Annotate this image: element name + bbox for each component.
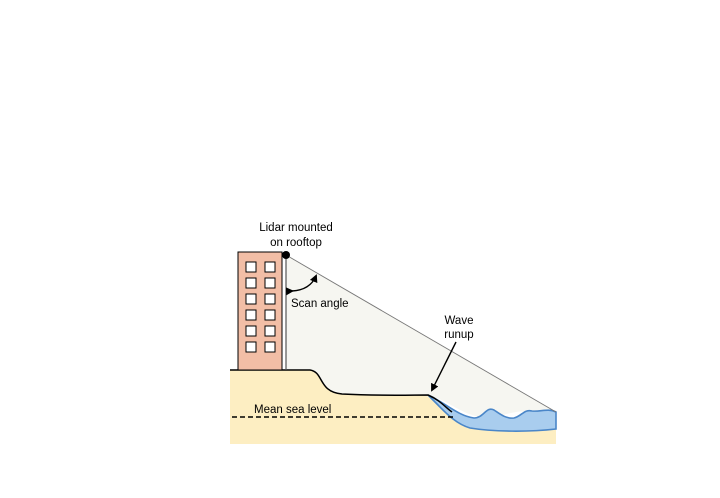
window (264, 277, 276, 289)
window (264, 325, 276, 337)
wave-runup-label-line2: runup (444, 329, 473, 341)
sea-level-label: Mean sea level (254, 404, 331, 416)
water (427, 394, 557, 432)
window (264, 261, 276, 273)
wave-runup-label-line1: Wave (445, 315, 474, 327)
scan-angle-arrow (285, 274, 318, 296)
lidar-label-line1: Lidar mounted (259, 222, 333, 234)
building-windows (245, 261, 276, 353)
scan-area (286, 255, 556, 418)
lidar-sensor (282, 251, 290, 259)
window (245, 309, 257, 321)
window (245, 293, 257, 305)
window (264, 293, 276, 305)
scan-ray (285, 254, 557, 413)
window (245, 325, 257, 337)
lidar-label-line2: on rooftop (270, 237, 322, 249)
window (245, 341, 257, 353)
window (245, 261, 257, 273)
beach-profile (230, 369, 453, 413)
window (264, 341, 276, 353)
scan-angle-label: Scan angle (291, 298, 349, 310)
wave-runup-arrow (431, 341, 457, 392)
window (264, 309, 276, 321)
window (245, 277, 257, 289)
